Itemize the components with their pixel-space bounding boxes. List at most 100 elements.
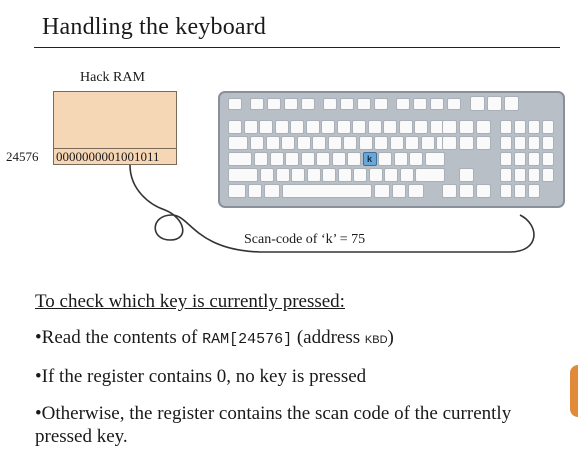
keyboard-key [250, 98, 264, 110]
keyboard-key [321, 120, 335, 134]
keyboard-key [528, 168, 540, 182]
keyboard-key [306, 168, 321, 182]
keyboard-key [275, 168, 290, 182]
keyboard-key [285, 152, 299, 166]
bullet-scan-code: •Otherwise, the register contains the sc… [35, 403, 512, 447]
ram-memory-block [53, 91, 177, 155]
keyboard-key [514, 168, 526, 182]
keyboard-key [352, 120, 366, 134]
keyboard-key [368, 168, 383, 182]
keyboard-key [284, 98, 298, 110]
keyboard-key [528, 184, 540, 198]
keyboard-key [459, 120, 474, 134]
keyboard-key [442, 136, 457, 150]
keyboard-key [353, 168, 367, 182]
keyboard-key [399, 168, 414, 182]
keyboard-key [228, 120, 242, 134]
keyboard-key [442, 184, 457, 198]
keyboard-key [357, 98, 371, 110]
keyboard-key [281, 136, 295, 150]
keyboard-key [347, 152, 361, 166]
keyboard-key [300, 152, 315, 166]
keyboard-key [514, 120, 526, 134]
keyboard-key [264, 184, 280, 198]
keyboard-key [413, 98, 427, 110]
keyboard-key [415, 168, 445, 182]
keyboard-key [316, 152, 330, 166]
keyboard-key [312, 136, 326, 150]
keyboard-key [487, 96, 502, 111]
keyboard-key [528, 152, 540, 166]
keyboard-key [528, 136, 540, 150]
keyboard-key [384, 168, 398, 182]
keyboard-key [323, 98, 337, 110]
keyboard-key [337, 168, 352, 182]
keyboard-key [267, 98, 281, 110]
keyboard-key [296, 136, 311, 150]
keyboard-key [260, 168, 274, 182]
keyboard-key [528, 120, 540, 134]
keyboard-key [374, 98, 388, 110]
ram-label: Hack RAM [80, 70, 145, 85]
keyboard-key [374, 184, 390, 198]
keyboard-key [470, 96, 485, 111]
key-k: k [362, 152, 377, 166]
keyboard-key [336, 120, 351, 134]
keyboard-key [305, 120, 320, 134]
keyboard-key [424, 152, 445, 166]
bullet-no-key: •If the register contains 0, no key is p… [35, 366, 367, 387]
keyboard-key [500, 120, 512, 134]
keyboard-key [542, 136, 554, 150]
keyboard-key [367, 120, 382, 134]
keyboard-key [322, 168, 336, 182]
keyboard-key [500, 168, 512, 182]
keyboard-key [396, 98, 410, 110]
keyboard-key [389, 136, 404, 150]
keyboard-key [301, 98, 315, 110]
keyboard-key [392, 184, 406, 198]
keyboard-key [500, 184, 512, 198]
keyboard-key [331, 152, 346, 166]
keyboard-key [291, 168, 305, 182]
keyboard-key [282, 184, 372, 198]
keyboard-key [269, 152, 284, 166]
keyboard-key [254, 152, 268, 166]
keyboard-key [378, 152, 392, 166]
title-divider [34, 47, 560, 48]
keyboard-key [340, 98, 354, 110]
keyboard-key [500, 152, 512, 166]
keyboard-key [500, 136, 512, 150]
bullet-read-contents: •Read the contents of RAM[24576] (addres… [35, 327, 394, 349]
keyboard-key [514, 152, 526, 166]
keyboard-key [420, 136, 435, 150]
keyboard-key [248, 184, 262, 198]
keyboard-key [243, 120, 258, 134]
keyboard-key [250, 136, 264, 150]
keyboard-key [327, 136, 342, 150]
section-heading: To check which key is currently pressed: [35, 291, 345, 312]
keyboard-key [259, 120, 273, 134]
keyboard-key [228, 98, 242, 110]
keyboard-key [514, 136, 526, 150]
keyboard-key [459, 184, 474, 198]
ram-register-value: 0000000001001011 [53, 148, 177, 165]
keyboard-key [430, 98, 444, 110]
keyboard-key [265, 136, 280, 150]
keyboard-key [228, 168, 258, 182]
bullet1-mid: (address [292, 327, 365, 348]
keyboard-key [228, 152, 252, 166]
keyboard-key [374, 136, 388, 150]
slide-title: Handling the keyboard [42, 14, 267, 40]
keyboard-key [514, 184, 526, 198]
edge-decoration [570, 365, 578, 417]
ram-address: 24576 [6, 149, 39, 164]
keyboard-key [542, 168, 554, 182]
keyboard-key [408, 184, 424, 198]
keyboard-key [383, 120, 397, 134]
keyboard-key [343, 136, 357, 150]
keyboard-key [358, 136, 373, 150]
keyboard-key [447, 98, 461, 110]
keyboard-illustration: k [218, 91, 565, 208]
keyboard-key [504, 96, 519, 111]
